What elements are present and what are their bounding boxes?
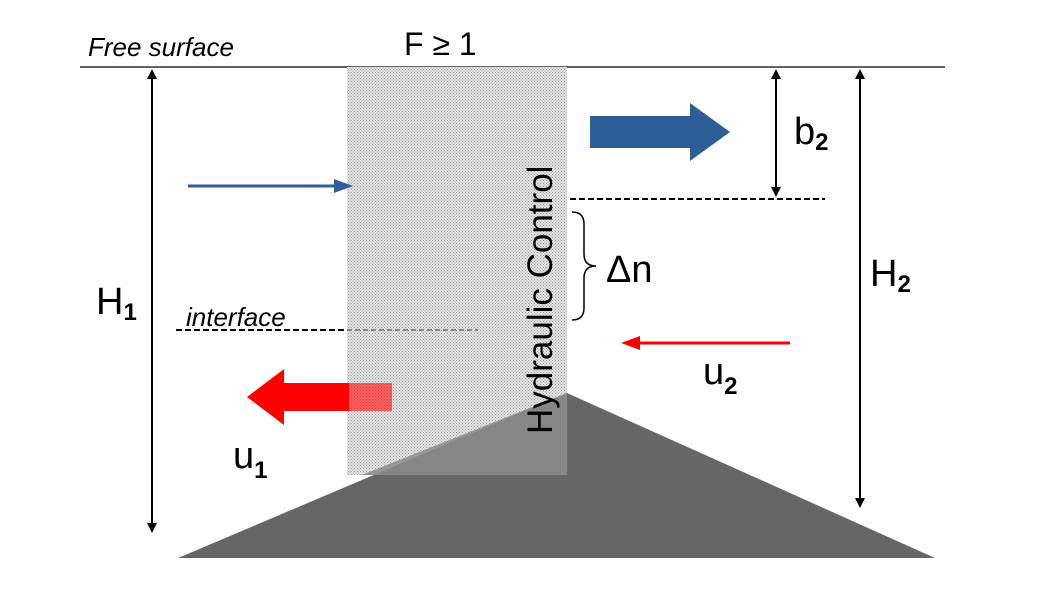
free-surface-label: Free surface	[88, 32, 234, 62]
b2-subscript: 2	[815, 129, 828, 156]
interface-label: interface	[186, 302, 286, 332]
u2-label: u2	[703, 351, 738, 400]
lower-inflow-arrowhead	[621, 336, 640, 350]
upper-inflow-arrowhead	[334, 179, 353, 193]
u2-main: u	[703, 351, 724, 393]
b2-main: b	[794, 111, 815, 153]
sill-control-overlap	[362, 393, 567, 475]
u1-subscript: 1	[254, 457, 267, 484]
delta-n-brace	[571, 211, 597, 321]
froude-label: F ≥ 1	[404, 26, 477, 62]
b2-label: b2	[794, 111, 829, 156]
H1-label: H1	[96, 281, 137, 326]
H1-subscript: 1	[123, 299, 136, 326]
u2-subscript: 2	[724, 373, 737, 400]
H2-subscript: 2	[897, 271, 910, 298]
sill	[178, 393, 935, 558]
u1-main: u	[233, 435, 254, 477]
H2-label: H2	[870, 253, 911, 298]
delta-n-label: Δn	[606, 249, 653, 291]
u1-label: u1	[233, 435, 268, 484]
upper-outflow-arrow	[590, 103, 730, 161]
H2-main: H	[870, 253, 897, 295]
lower-outflow-arrow-control-part	[349, 383, 392, 411]
H1-main: H	[96, 281, 123, 323]
hydraulic-control-label: Hydraulic Control	[521, 166, 560, 434]
